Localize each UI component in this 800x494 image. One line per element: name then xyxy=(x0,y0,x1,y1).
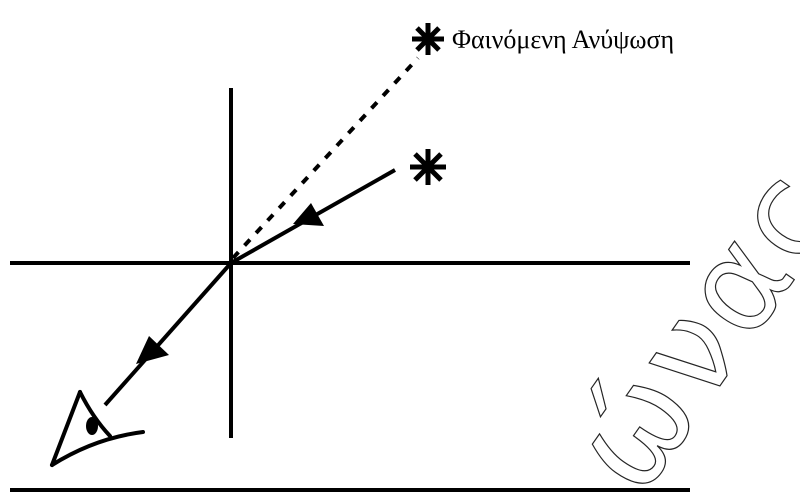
incident-ray-arrowhead xyxy=(293,203,324,226)
apparent-elevation-label: Φαινόμενη Ανύψωση xyxy=(452,25,674,54)
refracted-ray xyxy=(103,261,233,407)
apparent-sight-line xyxy=(231,56,420,260)
refracted-ray-arrowhead xyxy=(136,336,169,364)
watermark: ώνας ΚΑΛ xyxy=(540,0,800,494)
real-star-icon xyxy=(410,149,446,185)
eye-icon xyxy=(50,390,145,467)
apparent-star-icon xyxy=(412,23,444,55)
watermark-text: ώνας ΚΑΛ xyxy=(541,0,800,494)
